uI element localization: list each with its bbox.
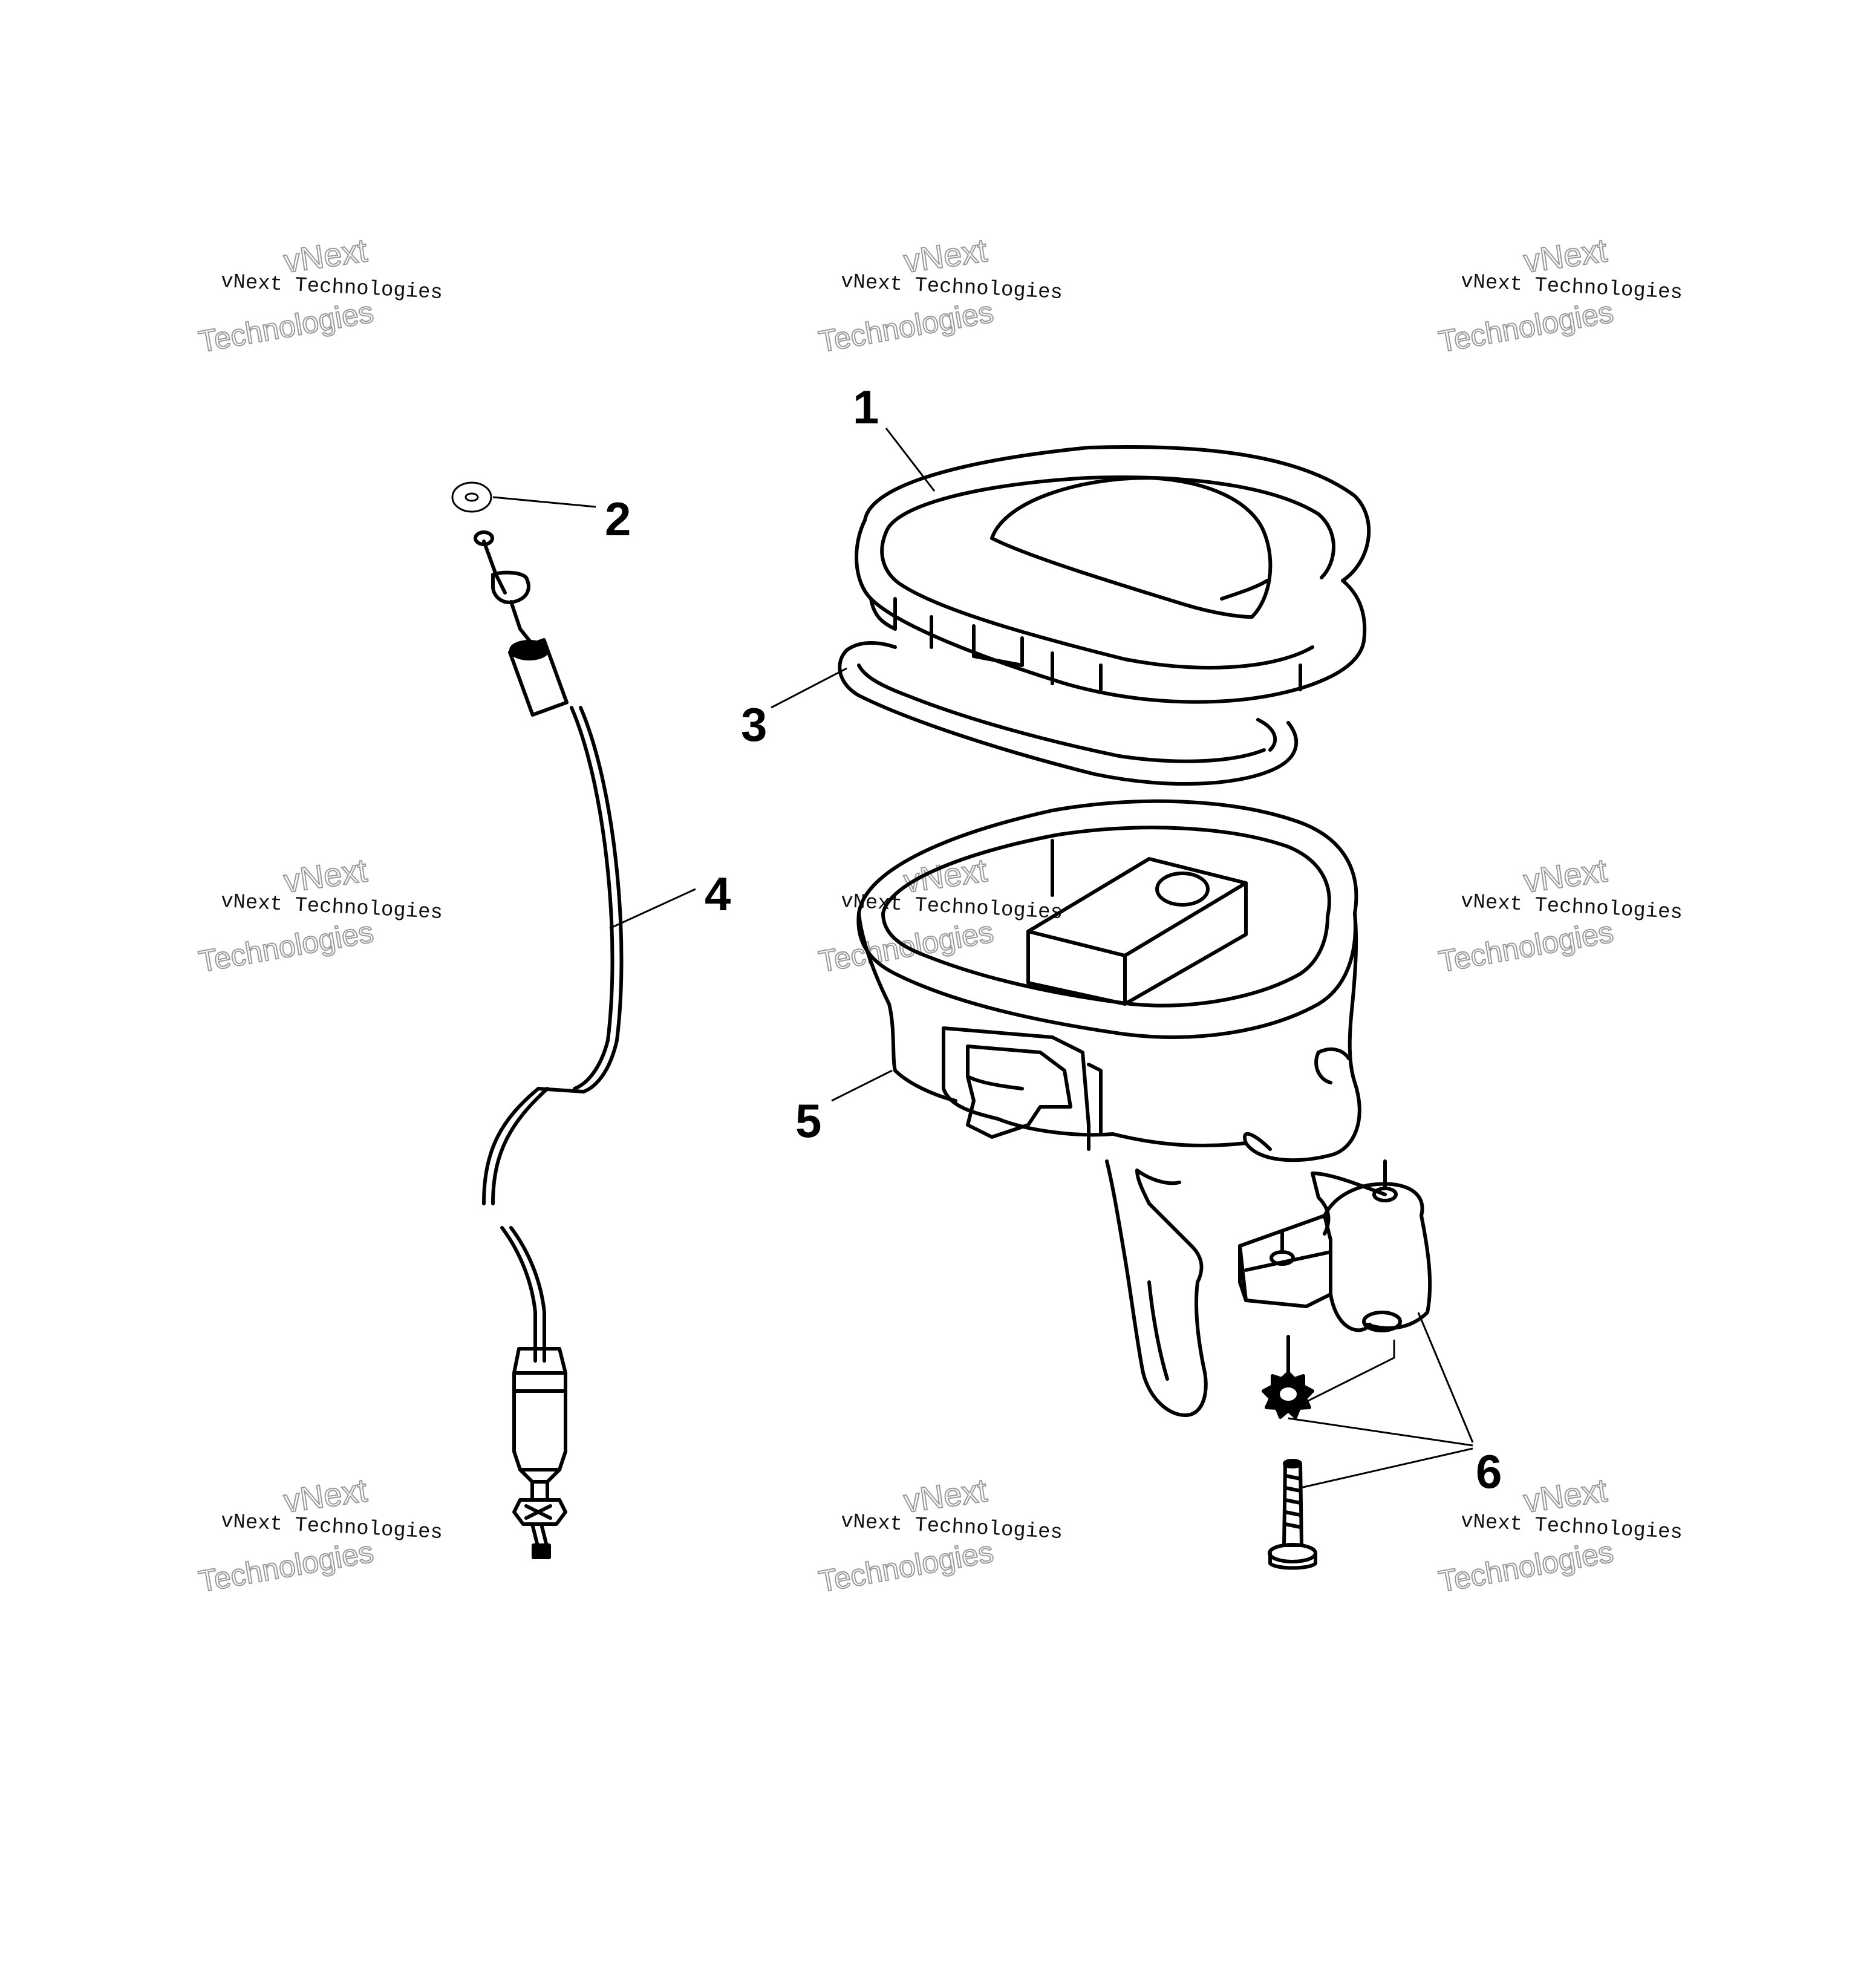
leader-6a (1417, 1312, 1474, 1443)
watermark-small: vNext Technologies (1460, 1510, 1683, 1545)
watermark: vNext vNext Technologies Technologies (195, 1471, 443, 1599)
watermark-group: vNext vNext Technologies Technologies vN… (195, 232, 1683, 1599)
watermark-small: vNext Technologies (840, 270, 1063, 305)
watermark-outline-top: vNext (282, 852, 370, 900)
watermark: vNext vNext Technologies Technologies (815, 1471, 1063, 1599)
watermark-outline-bottom: Technologies (816, 295, 996, 359)
leader-6d (1300, 1447, 1473, 1489)
housing-part (856, 799, 1361, 1417)
leader-3 (771, 667, 847, 709)
callout-labels: 1 2 3 4 5 6 (605, 380, 1502, 1498)
callout-4: 4 (705, 867, 731, 921)
watermark-outline-bottom: Technologies (196, 914, 376, 979)
watermark-small: vNext Technologies (840, 1510, 1063, 1545)
watermark-outline-top: vNext (1522, 1472, 1609, 1520)
watermark-outline-bottom: Technologies (196, 295, 376, 359)
watermark-outline-top: vNext (1522, 852, 1609, 900)
callout-3: 3 (741, 698, 767, 751)
watermark: vNext vNext Technologies Technologies (815, 232, 1063, 359)
watermark-small: vNext Technologies (1460, 270, 1683, 305)
leader-2 (492, 496, 596, 508)
washer-part (451, 481, 492, 513)
cover-part (855, 445, 1371, 704)
watermark-small: vNext Technologies (220, 270, 443, 305)
watermark-outline-bottom: Technologies (1436, 1534, 1615, 1599)
watermark-outline-top: vNext (282, 1472, 370, 1520)
gasket-part (838, 641, 1298, 786)
watermark: vNext vNext Technologies Technologies (195, 232, 443, 359)
watermark-outline-bottom: Technologies (196, 1534, 376, 1599)
cable-part (474, 530, 624, 1559)
leader-6b (1297, 1340, 1395, 1407)
leader-1 (885, 428, 936, 492)
leader-6c (1288, 1417, 1473, 1447)
leader-4 (609, 888, 696, 930)
leader-lines (492, 428, 1474, 1489)
callout-1: 1 (853, 380, 879, 434)
watermark: vNext vNext Technologies Technologies (1435, 852, 1683, 979)
watermark-outline-top: vNext (902, 1472, 989, 1520)
watermark-outline-top: vNext (902, 852, 989, 900)
watermark-small: vNext Technologies (220, 890, 443, 925)
watermark-small: vNext Technologies (1460, 890, 1683, 925)
watermark-small: vNext Technologies (840, 890, 1063, 925)
leader-5 (831, 1069, 893, 1102)
callout-2: 2 (605, 492, 631, 546)
callout-6: 6 (1476, 1445, 1502, 1498)
watermark-outline-bottom: Technologies (1436, 914, 1615, 979)
watermark-outline-bottom: Technologies (1436, 295, 1615, 359)
watermark-outline-top: vNext (282, 232, 370, 280)
watermark-small: vNext Technologies (220, 1510, 443, 1545)
clamp-kit-part (1238, 1159, 1432, 1570)
watermark-outline-top: vNext (902, 232, 989, 280)
watermark: vNext vNext Technologies Technologies (195, 852, 443, 979)
watermark-outline-top: vNext (1522, 232, 1609, 280)
callout-5: 5 (795, 1094, 821, 1147)
watermark-outline-bottom: Technologies (816, 1534, 996, 1599)
watermark: vNext vNext Technologies Technologies (1435, 1471, 1683, 1599)
watermark: vNext vNext Technologies Technologies (1435, 232, 1683, 359)
